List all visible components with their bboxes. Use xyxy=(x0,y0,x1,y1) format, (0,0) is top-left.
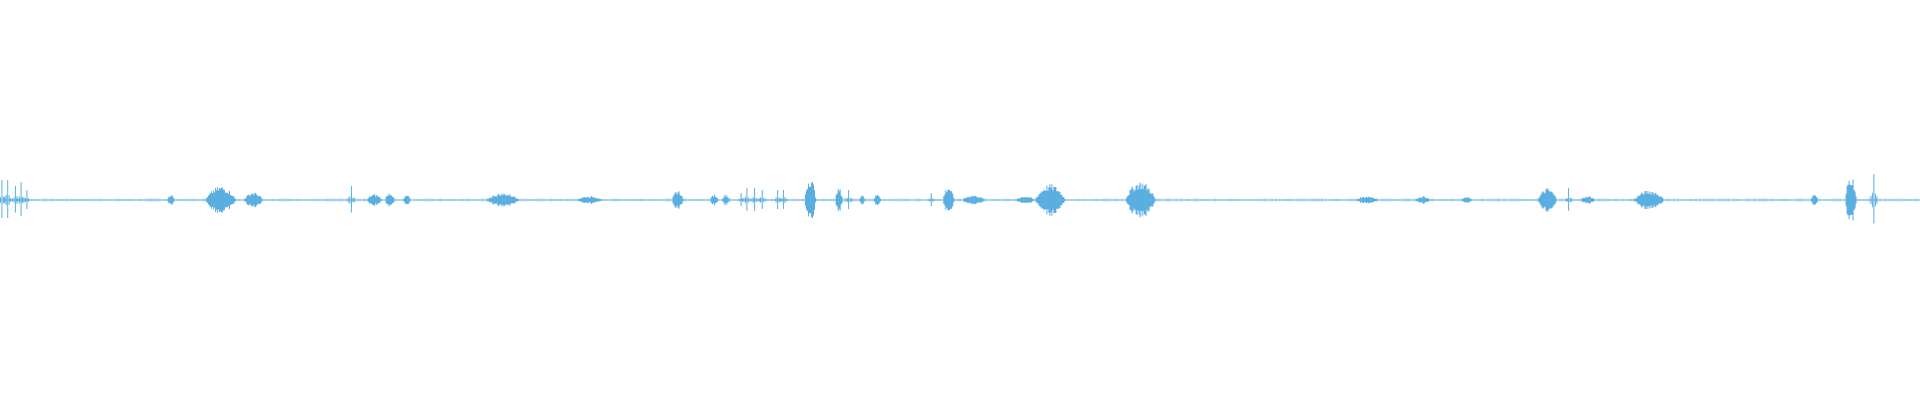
waveform-segments xyxy=(0,174,1919,224)
waveform-segment xyxy=(4,180,12,218)
waveform-segment xyxy=(244,192,264,208)
waveform-segment xyxy=(23,190,31,209)
waveform-segment xyxy=(1580,196,1596,204)
waveform-segment xyxy=(1634,190,1665,210)
waveform-segment xyxy=(874,194,882,206)
waveform-segment xyxy=(385,193,395,207)
waveform-segment xyxy=(722,194,730,206)
waveform-segment xyxy=(205,187,236,213)
waveform-segment xyxy=(17,182,25,217)
waveform-segment xyxy=(1016,197,1036,203)
waveform-segment xyxy=(1356,196,1378,204)
waveform-segment xyxy=(751,188,759,211)
waveform-segment xyxy=(1461,197,1473,203)
waveform-segment xyxy=(835,188,843,212)
waveform-segment xyxy=(774,190,782,209)
waveform-segment xyxy=(1035,184,1066,216)
waveform-segment xyxy=(737,193,745,207)
waveform-segment xyxy=(11,186,19,213)
waveform-segment xyxy=(347,186,355,213)
waveform-segment xyxy=(805,181,816,219)
waveform-segment xyxy=(576,196,603,204)
waveform-segment xyxy=(943,189,955,211)
waveform-segment xyxy=(710,194,718,206)
waveform-segment xyxy=(743,188,751,211)
waveform-segment xyxy=(758,190,766,209)
waveform-segment xyxy=(779,190,787,209)
waveform-segment xyxy=(403,195,411,205)
waveform-segment xyxy=(367,194,383,206)
waveform-segment xyxy=(167,194,175,206)
waveform-segment xyxy=(1870,174,1878,224)
waveform-segment xyxy=(672,191,684,209)
waveform-segment xyxy=(1538,188,1558,212)
waveform-segment xyxy=(1415,196,1431,204)
waveform-segment xyxy=(1845,179,1857,221)
waveform-segment xyxy=(1565,188,1573,211)
waveform-segment xyxy=(859,195,865,205)
waveform-segment xyxy=(0,180,6,218)
waveform-segment xyxy=(1811,194,1819,206)
waveform-segment xyxy=(962,195,985,205)
waveform-segment xyxy=(927,193,935,207)
waveform-segment xyxy=(1125,182,1156,218)
waveform-segment xyxy=(845,190,853,209)
waveform-segment xyxy=(486,193,521,207)
